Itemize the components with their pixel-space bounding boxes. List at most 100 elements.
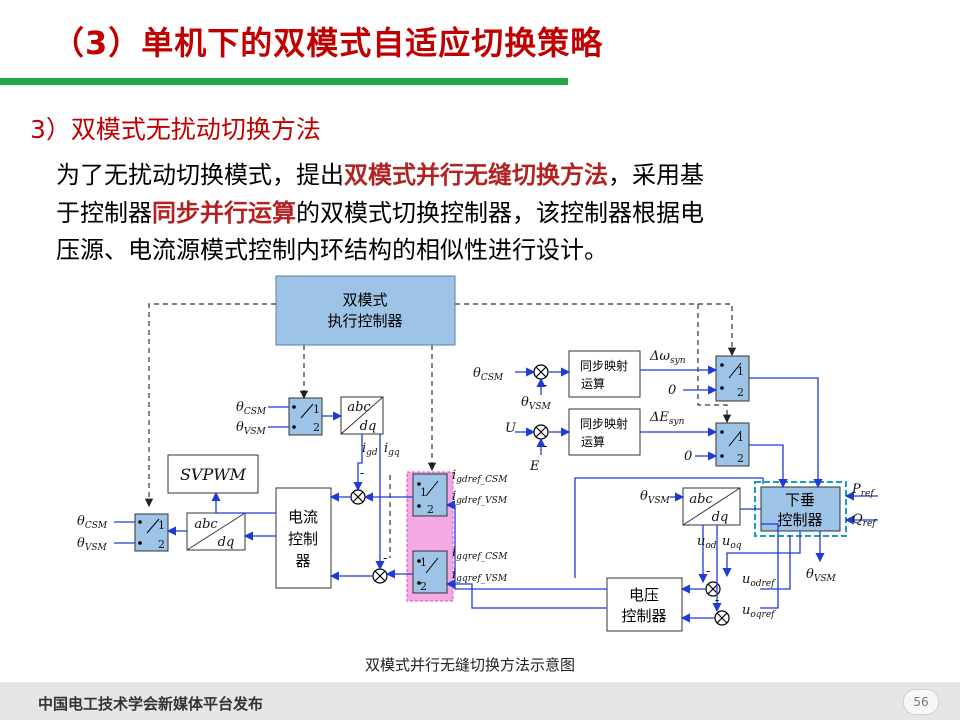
signal-wires	[114, 365, 878, 623]
svg-text:Pref: Pref	[851, 482, 875, 499]
mode-switch-3: 1 2	[412, 473, 448, 517]
emphasis-text: 同步并行运算	[152, 198, 296, 227]
svg-text:E: E	[529, 459, 540, 474]
svg-text:1: 1	[737, 365, 744, 378]
svg-text:θVSM: θVSM	[640, 489, 670, 506]
mode-switch-1: 1 2	[288, 397, 323, 436]
current-controller-label: 电流	[288, 508, 318, 526]
svg-text:-: -	[706, 564, 710, 579]
mode-switch-5: 1 2	[715, 355, 750, 402]
abc-dq-transform-3: abc dq	[682, 487, 741, 526]
svg-text:abc: abc	[347, 400, 371, 415]
svpwm-label: SVPWM	[180, 465, 247, 484]
svg-text:2: 2	[737, 386, 744, 399]
section-subheading: 3）双模式无扰动切换方法	[30, 115, 321, 144]
svg-text:uoqref: uoqref	[742, 603, 776, 620]
svg-text:igqref_VSM: igqref_VSM	[452, 567, 508, 584]
page-number-badge: 56	[903, 689, 939, 715]
svg-text:igdref_CSM: igdref_CSM	[452, 468, 508, 485]
svg-text:-: -	[715, 593, 719, 608]
svg-text:1: 1	[420, 556, 427, 569]
svg-text:dq: dq	[360, 419, 377, 434]
voltage-controller-label: 电压	[629, 586, 659, 604]
emphasis-text: 双模式并行无缝切换方法	[344, 160, 608, 189]
sync-mapping-label: 运算	[581, 376, 605, 391]
summing-junctions	[350, 364, 730, 626]
figure-caption: 双模式并行无缝切换方法示意图	[364, 656, 575, 674]
abc-dq-transform-2: abc dq	[186, 512, 246, 551]
svg-text:θCSM: θCSM	[236, 400, 267, 417]
svg-text:dq: dq	[218, 535, 235, 550]
svg-text:uodref: uodref	[742, 572, 776, 589]
svg-text:uod: uod	[697, 534, 717, 551]
droop-controller-label: 下垂	[785, 491, 815, 509]
svg-text:ΔEsyn: ΔEsyn	[649, 410, 685, 427]
sync-mapping-block-2	[568, 408, 641, 456]
paragraph-text: 的双模式切换控制器，该控制器根据电	[296, 199, 704, 227]
body-paragraph: 为了无扰动切换模式，提出双模式并行无缝切换方法，采用基 于控制器同步并行运算的双…	[56, 156, 936, 269]
footer-bar	[0, 682, 960, 720]
current-controller-label: 器	[295, 552, 310, 570]
svg-text:Δωsyn: Δωsyn	[649, 349, 686, 366]
exec-controller-label: 双模式	[342, 291, 387, 309]
abc-dq-transform-1: abc dq	[340, 396, 384, 435]
current-controller-label: 控制	[288, 530, 318, 548]
title-accent-bar	[0, 78, 568, 85]
paragraph-text: ，采用基	[608, 161, 704, 189]
droop-controller-label: 控制器	[777, 511, 822, 529]
paragraph-line-2: 于控制器同步并行运算的双模式切换控制器，该控制器根据电	[56, 194, 936, 232]
current-controller-block	[275, 487, 332, 589]
paragraph-line-3: 压源、电流源模式控制内环结构的相似性进行设计。	[56, 236, 608, 264]
mode-switch-6: 1 2	[715, 422, 750, 467]
svpwm-block	[167, 454, 259, 494]
svg-text:θVSM: θVSM	[521, 395, 551, 412]
svg-text:1: 1	[737, 431, 744, 444]
svg-text:2: 2	[313, 421, 320, 434]
svg-text:igdref_VSM: igdref_VSM	[452, 489, 508, 506]
svg-text:igqref_CSM: igqref_CSM	[452, 545, 508, 562]
sync-mapping-label: 同步映射	[580, 416, 628, 431]
footer-publisher-text: 中国电工技术学会新媒体平台发布	[38, 695, 264, 713]
svg-text:-: -	[383, 551, 387, 566]
svg-text:1: 1	[158, 519, 165, 532]
svg-text:2: 2	[427, 503, 434, 516]
mode-control-dashed-lines	[144, 303, 737, 558]
mode-switch-4: 1 2	[412, 550, 448, 594]
voltage-controller-label: 控制器	[621, 607, 666, 625]
svg-text:igq: igq	[384, 441, 400, 458]
sync-mapping-label: 同步映射	[580, 358, 628, 373]
svg-text:-: -	[543, 439, 547, 454]
svg-text:-: -	[543, 378, 547, 393]
svg-text:dq: dq	[712, 510, 729, 525]
svg-text:0: 0	[668, 383, 676, 398]
svg-text:1: 1	[420, 486, 427, 499]
diagram-symbol-labels: θCSM θVSM θCSM θVSM igd igq - - igdref_C…	[77, 349, 877, 620]
voltage-controller-block	[606, 577, 683, 632]
svg-text:0: 0	[684, 449, 692, 464]
svg-text:1: 1	[313, 403, 320, 416]
svg-text:2: 2	[737, 452, 744, 465]
paragraph-text: 于控制器	[56, 199, 152, 227]
slide-title: （3）单机下的双模式自适应切换策略	[52, 24, 604, 62]
sync-mapping-block-1	[568, 350, 641, 398]
svg-text:igd: igd	[362, 441, 378, 458]
mode-switch-2: 1 2	[134, 513, 169, 552]
exec-controller-block	[275, 275, 456, 346]
svg-text:U: U	[505, 421, 517, 436]
sync-mapping-label: 运算	[581, 434, 605, 449]
svg-text:Qref: Qref	[852, 512, 877, 529]
svg-text:-: -	[360, 466, 364, 481]
svg-text:θVSM: θVSM	[806, 567, 836, 584]
svg-text:θVSM: θVSM	[77, 536, 107, 553]
paragraph-text: 为了无扰动切换模式，提出	[56, 161, 344, 189]
svg-text:2: 2	[420, 580, 427, 593]
svg-text:θVSM: θVSM	[236, 420, 266, 437]
svg-text:abc: abc	[689, 492, 713, 507]
svg-text:2: 2	[158, 538, 165, 551]
exec-controller-label: 执行控制器	[327, 312, 402, 330]
svg-text:θCSM: θCSM	[77, 514, 108, 531]
svg-text:abc: abc	[194, 517, 218, 532]
paragraph-line-1: 为了无扰动切换模式，提出双模式并行无缝切换方法，采用基	[56, 156, 936, 194]
svg-text:θCSM: θCSM	[473, 366, 504, 383]
